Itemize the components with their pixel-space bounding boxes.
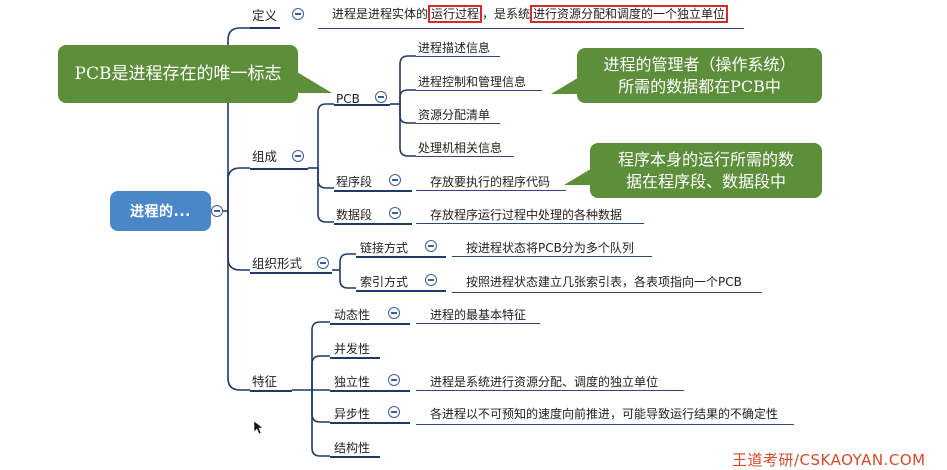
- pcb-underline: [334, 104, 390, 106]
- feature-independent-desc-underline: [416, 390, 684, 391]
- program-segment-collapse-icon[interactable]: [389, 174, 401, 186]
- feature-async-label[interactable]: 异步性: [334, 407, 371, 421]
- data-segment-collapse-icon[interactable]: [389, 207, 401, 219]
- feature-structural-label[interactable]: 结构性: [334, 441, 371, 455]
- feature-concurrent-label[interactable]: 并发性: [334, 342, 371, 356]
- mouse-cursor-icon: [254, 421, 264, 435]
- feature-structural-underline: [330, 456, 380, 458]
- definition-collapse-icon[interactable]: [292, 8, 304, 20]
- root-node[interactable]: 进程的...: [110, 191, 211, 231]
- branch-features-underline: [250, 390, 292, 392]
- branch-composition-underline: [250, 168, 308, 170]
- callout-pointer: [551, 76, 581, 94]
- callout-program-data-line1: 程序本身的运行所需的数: [617, 149, 794, 169]
- definition-text-mid: ，是系统: [482, 7, 531, 21]
- callout-pcb-unique-text: PCB是进程存在的唯一标志: [74, 64, 282, 84]
- callout-pcb-unique: PCB是进程存在的唯一标志: [58, 45, 332, 103]
- index-method-desc: 按照进程状态建立几张索引表，各表项指向一个PCB: [466, 275, 742, 289]
- link-method-collapse-icon[interactable]: [425, 240, 437, 252]
- program-segment-label[interactable]: 程序段: [336, 175, 373, 189]
- link-method-underline: [356, 256, 446, 258]
- pcb-label[interactable]: PCB: [336, 92, 360, 106]
- branch-organization-underline: [250, 272, 332, 274]
- feature-independent-collapse-icon[interactable]: [388, 374, 400, 386]
- feature-dynamic-collapse-icon[interactable]: [388, 307, 400, 319]
- pcb-item-underline: [416, 123, 500, 124]
- index-method-underline: [356, 290, 446, 292]
- branch-definition-label[interactable]: 定义: [252, 8, 278, 23]
- root-collapse-icon[interactable]: [211, 205, 223, 217]
- link-method-label[interactable]: 链接方式: [360, 241, 409, 255]
- data-segment-label[interactable]: 数据段: [336, 208, 373, 222]
- pcb-collapse-icon[interactable]: [375, 91, 387, 103]
- pcb-item-resource-list: 资源分配清单: [418, 108, 491, 122]
- program-segment-desc: 存放要执行的程序代码: [430, 175, 551, 189]
- feature-dynamic-desc: 进程的最基本特征: [430, 308, 527, 322]
- callout-program-data-line2: 据在程序段、数据段中: [625, 171, 786, 191]
- composition-collapse-icon[interactable]: [292, 150, 304, 162]
- branch-features-label[interactable]: 特征: [252, 374, 278, 389]
- feature-independent-underline: [330, 390, 410, 392]
- feature-async-desc-underline: [416, 424, 794, 425]
- feature-dynamic-desc-underline: [416, 323, 540, 324]
- feature-async-collapse-icon[interactable]: [388, 406, 400, 418]
- definition-text-underline: [318, 28, 744, 29]
- callout-program-data: 程序本身的运行所需的数 据在程序段、数据段中: [564, 143, 822, 198]
- link-method-desc: 按进程状态将PCB分为多个队列: [466, 241, 634, 255]
- definition-highlight-unit: 进行资源分配和调度的一个独立单位: [530, 5, 729, 23]
- definition-text: 进程是进程实体的运行过程，是系统进行资源分配和调度的一个独立单位: [330, 5, 730, 23]
- branch-organization-label[interactable]: 组织形式: [252, 256, 303, 271]
- data-segment-desc: 存放程序运行过程中处理的各种数据: [430, 208, 623, 222]
- root-label: 进程的...: [130, 204, 191, 220]
- feature-async-underline: [330, 422, 410, 424]
- pcb-item-underline: [416, 56, 500, 57]
- feature-dynamic-underline: [330, 323, 410, 325]
- feature-independent-desc: 进程是系统进行资源分配、调度的独立单位: [430, 375, 659, 389]
- watermark: 王道考研/CSKAOYAN.COM: [732, 451, 926, 469]
- pcb-item-processor-info: 处理机相关信息: [418, 141, 503, 155]
- callout-manager-data-line1: 进程的管理者（操作系统）: [603, 54, 796, 74]
- feature-independent-label[interactable]: 独立性: [334, 375, 371, 389]
- index-method-desc-underline: [452, 292, 762, 293]
- organization-collapse-icon[interactable]: [317, 257, 329, 269]
- pcb-item-process-description: 进程描述信息: [418, 41, 491, 55]
- branch-composition-label[interactable]: 组成: [252, 149, 278, 164]
- feature-concurrent-underline: [330, 357, 380, 359]
- callout-manager-data: 进程的管理者（操作系统） 所需的数据都在PCB中: [551, 48, 822, 103]
- definition-text-pre: 进程是进程实体的: [332, 7, 429, 21]
- pcb-item-underline: [416, 156, 514, 157]
- pcb-item-underline: [416, 90, 542, 91]
- data-segment-underline: [334, 223, 412, 225]
- index-method-collapse-icon[interactable]: [425, 274, 437, 286]
- feature-async-desc: 各进程以不可预知的速度向前推进，可能导致运行结果的不确定性: [430, 407, 779, 421]
- link-method-desc-underline: [452, 256, 652, 257]
- callout-manager-data-line2: 所需的数据都在PCB中: [618, 76, 781, 96]
- definition-highlight-running: 运行过程: [428, 5, 483, 23]
- data-segment-desc-underline: [416, 223, 644, 224]
- branch-definition-underline: [250, 27, 280, 29]
- index-method-label[interactable]: 索引方式: [360, 275, 409, 289]
- pcb-item-process-control: 进程控制和管理信息: [418, 75, 527, 89]
- callout-pointer: [564, 167, 594, 185]
- program-segment-desc-underline: [416, 190, 566, 191]
- feature-dynamic-label[interactable]: 动态性: [334, 308, 371, 322]
- program-segment-underline: [334, 190, 412, 192]
- callout-pointer: [292, 69, 332, 93]
